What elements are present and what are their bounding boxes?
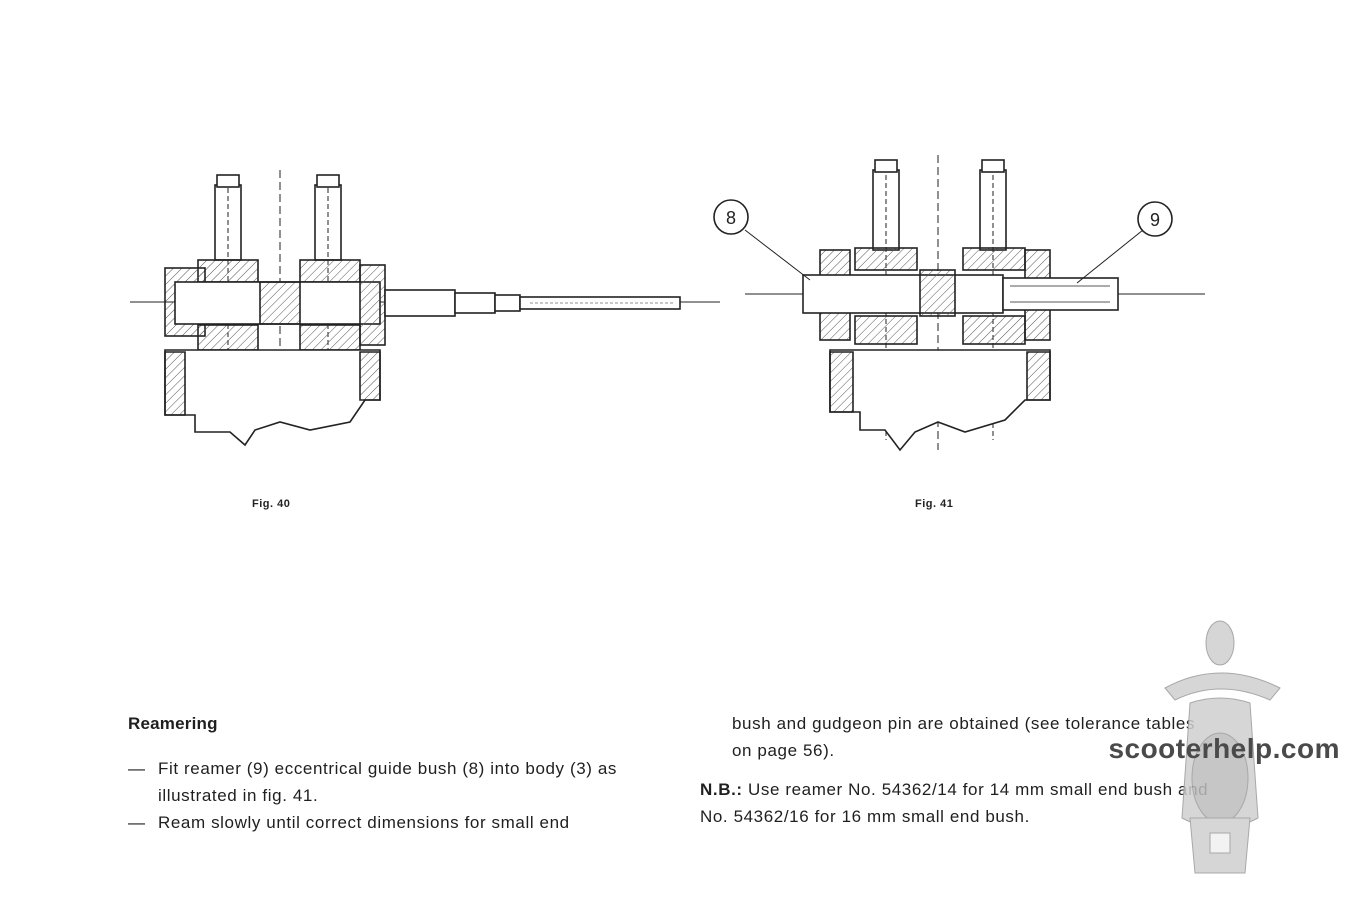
continuation-paragraph: bush and gudgeon pin are obtained (see t… xyxy=(732,714,1196,760)
callout-9: 9 xyxy=(1150,210,1160,230)
fig41-svg: 8 9 xyxy=(713,155,1205,452)
list-item: — Fit reamer (9) eccentrical guide bush … xyxy=(128,755,658,809)
list-item: — Ream slowly until correct dimensions f… xyxy=(128,809,658,836)
fig40-svg xyxy=(130,170,720,447)
list-item-text: Ream slowly until correct dimensions for… xyxy=(158,813,570,832)
figure-caption: Fig. 40 xyxy=(252,498,291,510)
note-label: N.B.: xyxy=(700,780,743,799)
left-column: Reamering — Fit reamer (9) eccentrical g… xyxy=(128,710,658,836)
note-text: Use reamer No. 54362/14 for 14 mm small … xyxy=(700,780,1209,826)
scooter-logo-image xyxy=(1150,618,1300,893)
section-heading: Reamering xyxy=(128,714,218,733)
right-column: bush and gudgeon pin are obtained (see t… xyxy=(700,710,1220,830)
note-paragraph: N.B.: Use reamer No. 54362/14 for 14 mm … xyxy=(700,776,1220,830)
callout-8: 8 xyxy=(726,208,736,228)
list-item-text: Fit reamer (9) eccentrical guide bush (8… xyxy=(158,759,618,805)
dash-bullet: — xyxy=(128,759,146,778)
figure-caption: Fig. 41 xyxy=(915,498,954,510)
watermark-text: scooterhelp.com xyxy=(1108,733,1340,764)
figure-41-drawing: 8 9 xyxy=(705,150,1210,460)
figure-40-drawing xyxy=(120,160,730,460)
dash-bullet: — xyxy=(128,813,146,832)
